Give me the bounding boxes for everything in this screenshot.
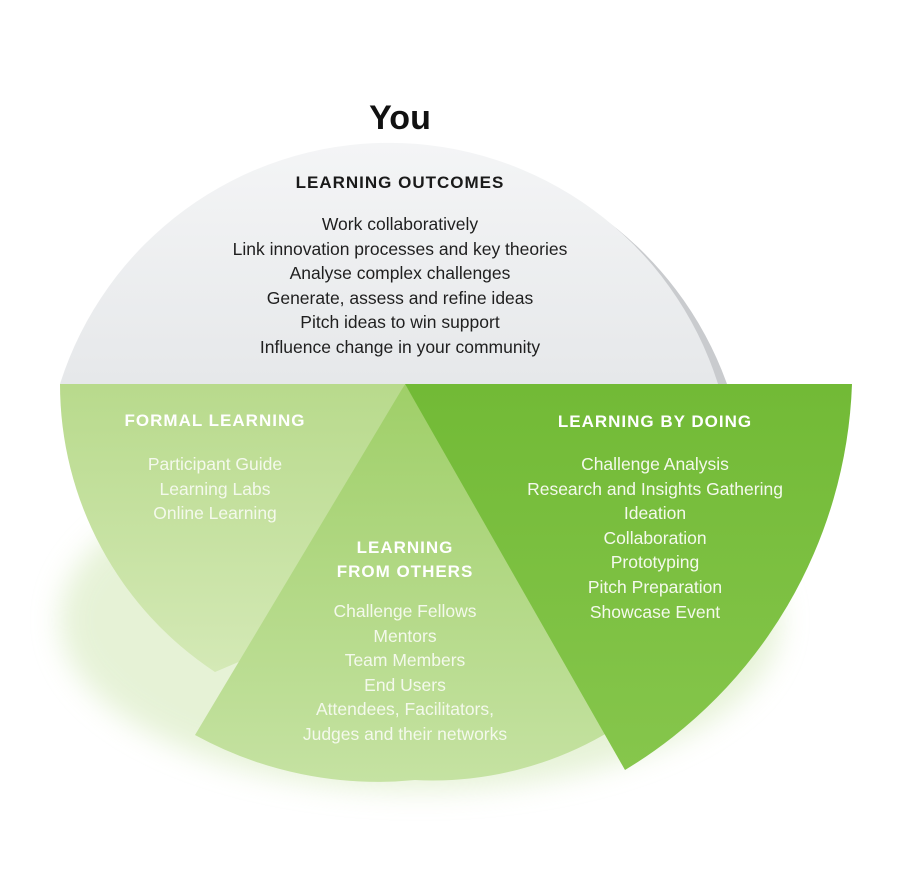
learning-outcomes-heading: LEARNING OUTCOMES (295, 173, 505, 192)
formal-learning-item: Online Learning (153, 503, 277, 524)
learning-from-others-heading-line: FROM OTHERS (336, 562, 474, 581)
learning-by-doing-item: Showcase Event (589, 601, 721, 622)
learning-from-others-item: Judges and their networks (302, 723, 508, 744)
learning-by-doing-item: Challenge Analysis (581, 454, 729, 474)
formal-learning-heading: FORMAL LEARNING (124, 411, 306, 430)
learning-from-others-item: Team Members (344, 650, 466, 671)
learning-from-others-segment (195, 384, 612, 782)
learning-by-doing-item: Ideation (623, 503, 687, 524)
formal-learning-item: Participant Guide (147, 454, 283, 474)
outcome-item: Generate, assess and refine ideas (266, 287, 534, 308)
outcome-item: Influence change in your community (259, 336, 541, 357)
formal-learning-list: Participant Guide Learning Labs Online L… (95, 452, 335, 526)
outcomes-segment (60, 142, 718, 384)
learning-from-others-item: Challenge Fellows (333, 601, 477, 621)
outcome-item: Pitch ideas to win support (300, 312, 500, 333)
learning-from-others-item: Mentors (373, 625, 437, 646)
learning-by-doing-segment (405, 384, 852, 770)
learning-from-others-heading-line: LEARNING (356, 538, 454, 557)
formal-learning-item: Learning Labs (159, 478, 271, 499)
learning-outcomes-list: Work collaboratively Link innovation pro… (150, 212, 650, 360)
learning-by-doing-item: Collaboration (603, 527, 707, 548)
learning-by-doing-heading: LEARNING BY DOING (557, 412, 753, 431)
learning-by-doing-item: Pitch Preparation (587, 576, 723, 597)
diagram-title: You (369, 99, 431, 137)
learning-by-doing-list: Challenge Analysis Research and Insights… (480, 452, 830, 624)
learning-from-others-list: Challenge Fellows Mentors Team Members E… (255, 599, 555, 747)
learning-from-others-heading: LEARNING FROM OTHERS (290, 536, 520, 584)
learning-from-others-item: Attendees, Facilitators, (316, 699, 494, 720)
outcome-item: Link innovation processes and key theori… (232, 238, 568, 259)
outcome-item: Work collaboratively (321, 214, 479, 234)
learning-by-doing-item: Prototyping (610, 552, 700, 573)
formal-learning-segment (60, 384, 405, 672)
outcome-item: Analyse complex challenges (289, 263, 511, 284)
learning-from-others-item: End Users (364, 674, 446, 695)
learning-by-doing-item: Research and Insights Gathering (527, 478, 783, 499)
